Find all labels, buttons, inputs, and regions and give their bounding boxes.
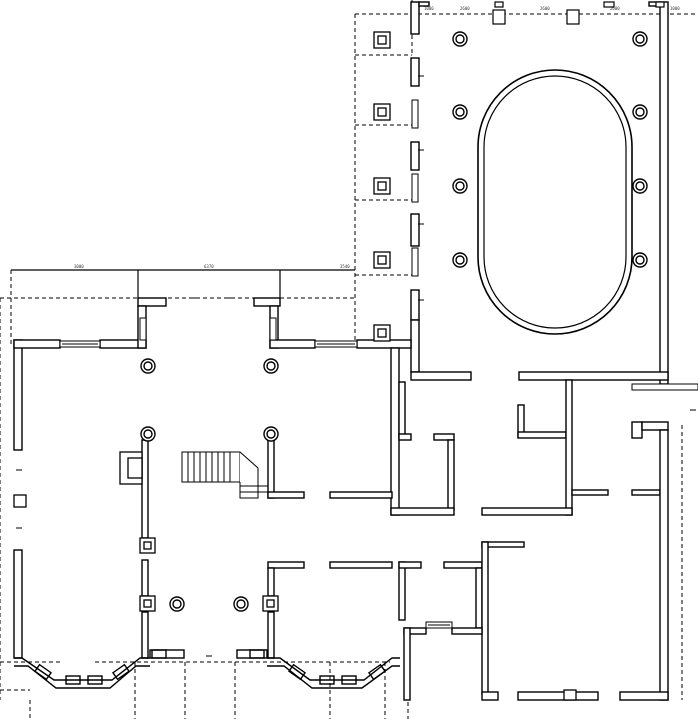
dim-top-col-4: 2600 <box>610 6 620 11</box>
dim-top-col-3: 2600 <box>540 6 550 11</box>
bay-walls <box>14 649 400 689</box>
dim-left-top-span: 3000 <box>74 264 84 269</box>
walls <box>13 1 698 701</box>
fireplace <box>119 451 143 485</box>
round-columns <box>140 31 648 612</box>
dim-mid-top-span: 6370 <box>204 264 214 269</box>
tick-marks <box>16 75 696 657</box>
staircase <box>181 451 268 499</box>
windows <box>59 99 453 629</box>
square-columns <box>13 31 577 701</box>
top-dimension-line <box>11 269 355 298</box>
top-edge-markers <box>492 1 665 25</box>
dim-top-col-5: 1000 <box>670 6 680 11</box>
oval-pool <box>477 69 633 335</box>
dim-top-col-1: 1000 <box>424 6 434 11</box>
dim-right-top-span: 3540 <box>340 264 350 269</box>
dimension-labels: 3000 6370 3540 1000 2600 2600 2600 1000 <box>74 6 680 269</box>
dim-top-col-2: 2600 <box>460 6 470 11</box>
